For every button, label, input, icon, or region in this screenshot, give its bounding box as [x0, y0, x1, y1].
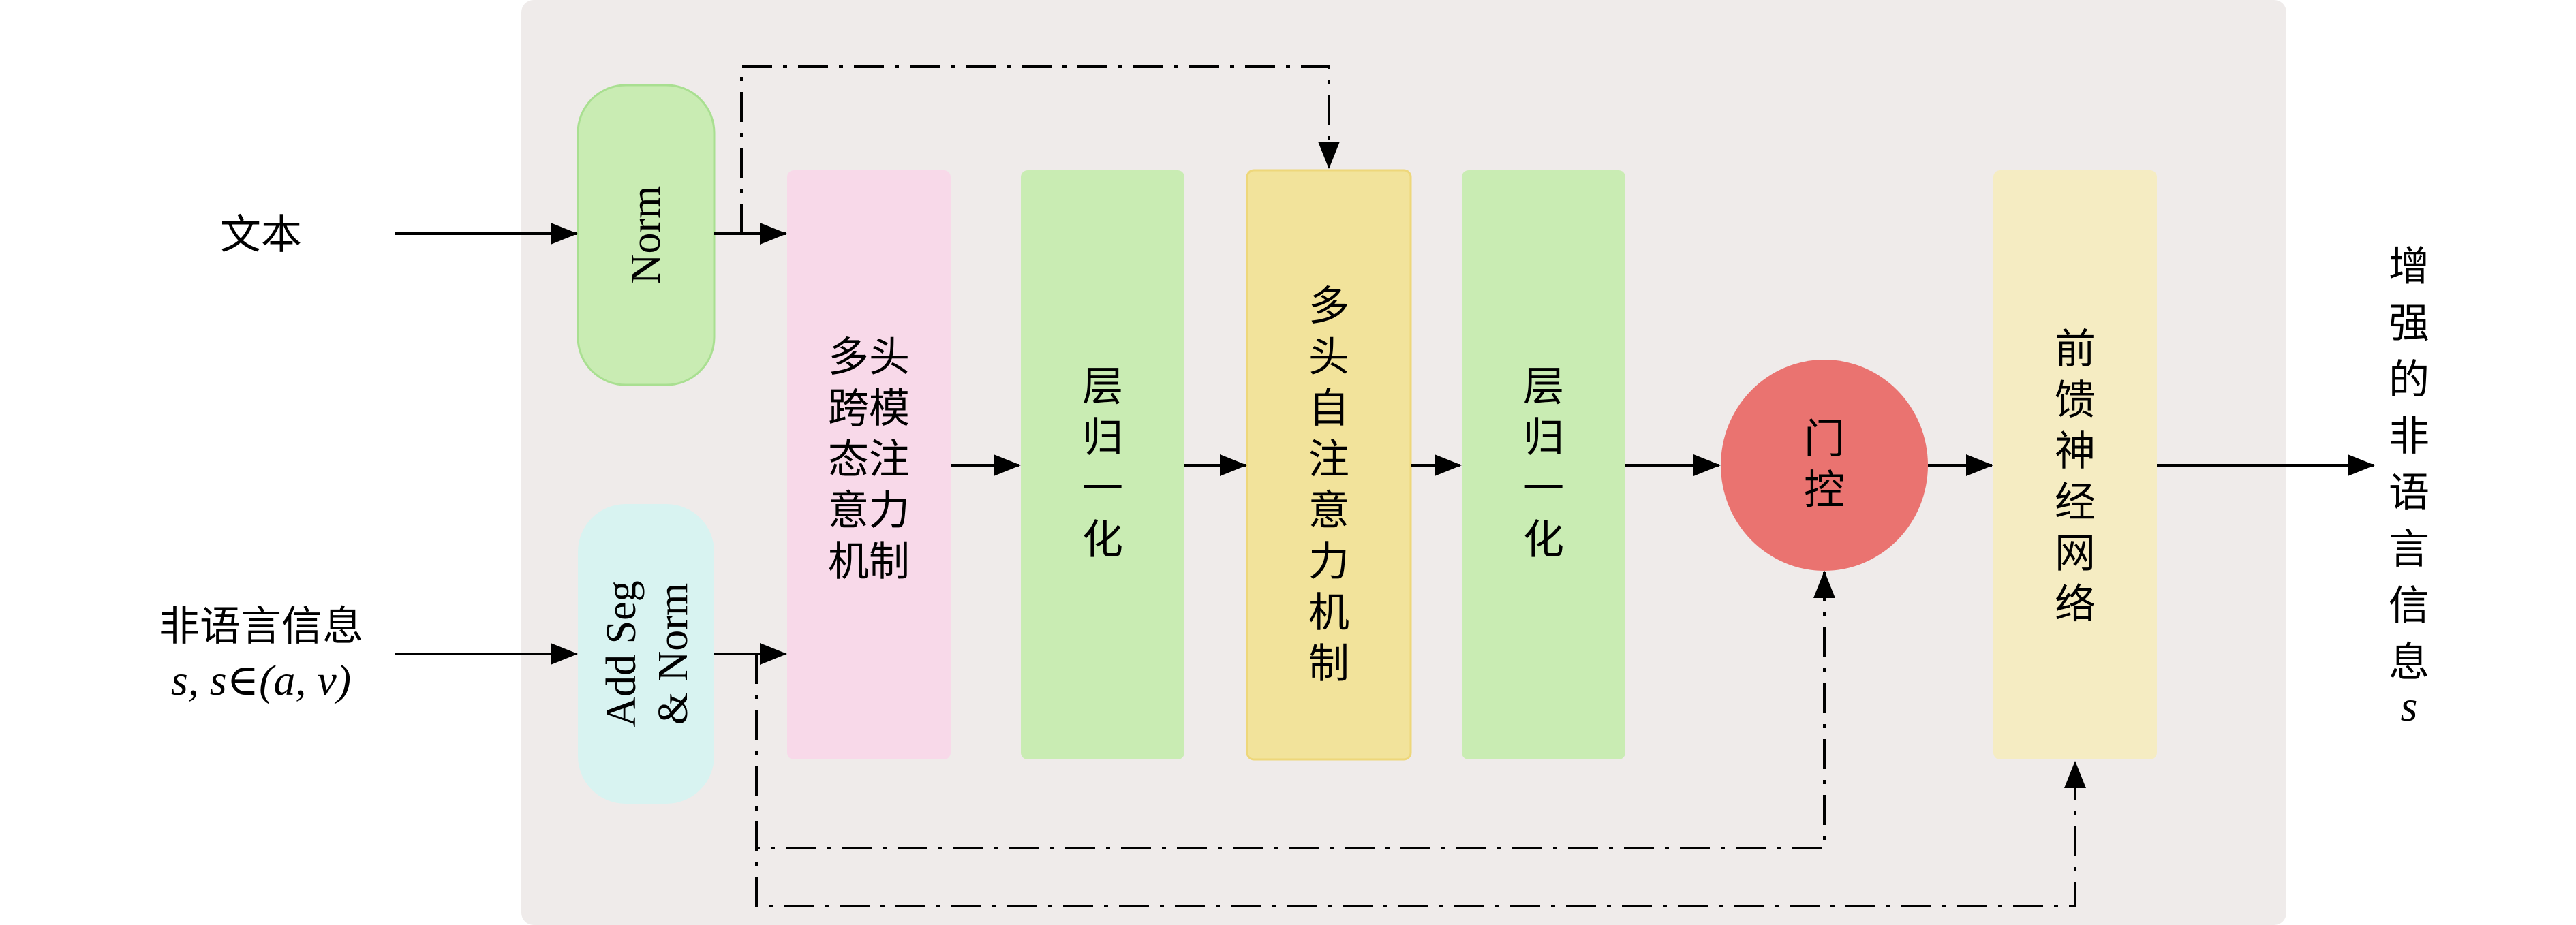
layer-norm-char: 归 [1523, 414, 1564, 462]
self-attention-label: 多 头 自 注 意 力 机 制 [1308, 283, 1349, 688]
cross-attention-line: 态注 [828, 436, 910, 484]
layer-norm-label-2: 层 归 一 化 [1523, 363, 1564, 564]
self-attention-char: 自 [1308, 385, 1349, 433]
nonverbal-input-label: 非语言信息 [159, 603, 363, 650]
ffn-char: 神 [2055, 428, 2096, 475]
ffn-block [1993, 170, 2157, 759]
output-char: 语 [2389, 469, 2429, 517]
main-flow-arrows [395, 223, 2375, 665]
layer-norm-char: 化 [1082, 516, 1123, 564]
layer-norm-char: 一 [1523, 465, 1564, 513]
gate-circle [1721, 360, 1928, 571]
self-attention-char: 多 [1308, 283, 1349, 330]
ffn-char: 网 [2055, 530, 2096, 578]
nonverbal-formula: s, s∈(a, v) [171, 656, 351, 704]
ffn-char: 络 [2055, 581, 2096, 629]
ffn-char: 经 [2055, 479, 2096, 527]
layer-norm-block-2 [1462, 170, 1625, 759]
output-char: 强 [2389, 300, 2429, 347]
ffn-char: 前 [2055, 326, 2096, 373]
add-seg-norm-block [578, 504, 714, 804]
add-seg-label: Add Seg [598, 580, 645, 727]
layer-norm-label-1: 层 归 一 化 [1082, 363, 1123, 564]
norm-label: Norm [623, 186, 669, 285]
self-attention-char: 制 [1308, 640, 1349, 688]
cross-attention-label: 多头 跨模 态注 意力 机制 [828, 334, 910, 586]
layer-norm-char: 层 [1082, 363, 1123, 411]
layer-norm-char: 层 [1523, 363, 1564, 411]
gate-char: 门 [1804, 416, 1845, 463]
output-char: 息 [2389, 639, 2429, 687]
ffn-label: 前 馈 神 经 网 络 [2055, 326, 2096, 629]
output-symbol: s [2401, 682, 2418, 730]
text-input-label: 文本 [220, 211, 302, 259]
cross-attention-line: 跨模 [828, 385, 910, 433]
layer-norm-char: 化 [1523, 516, 1564, 564]
self-attention-char: 力 [1308, 538, 1349, 586]
skip-connections [740, 65, 2086, 907]
self-attention-char: 意 [1308, 487, 1349, 535]
cross-attention-line: 多头 [828, 334, 910, 381]
layer-norm-block-1 [1021, 170, 1184, 759]
gate-label: 门 控 [1804, 416, 1845, 514]
output-char: 言 [2389, 526, 2429, 574]
output-char: 非 [2389, 413, 2429, 460]
self-attention-char: 注 [1308, 436, 1349, 484]
gate-char: 控 [1804, 467, 1845, 514]
self-attention-char: 机 [1308, 589, 1349, 637]
self-attention-char: 头 [1308, 334, 1349, 381]
output-char: 的 [2389, 356, 2429, 404]
skip-nonverbal-to-ffn [755, 654, 2086, 907]
cross-attention-line: 意力 [828, 487, 910, 535]
and-norm-label: & Norm [650, 583, 696, 725]
cross-attention-line: 机制 [828, 538, 910, 586]
ffn-char: 馈 [2055, 377, 2096, 424]
cross-attention-block [787, 170, 951, 759]
layer-norm-char: 一 [1082, 465, 1123, 513]
output-label: 增 强 的 非 语 言 信 息 s [2389, 243, 2429, 730]
output-char: 增 [2389, 243, 2429, 291]
skip-text-to-self-attention [740, 65, 1340, 234]
output-char: 信 [2389, 582, 2429, 630]
layer-norm-char: 归 [1082, 414, 1123, 462]
